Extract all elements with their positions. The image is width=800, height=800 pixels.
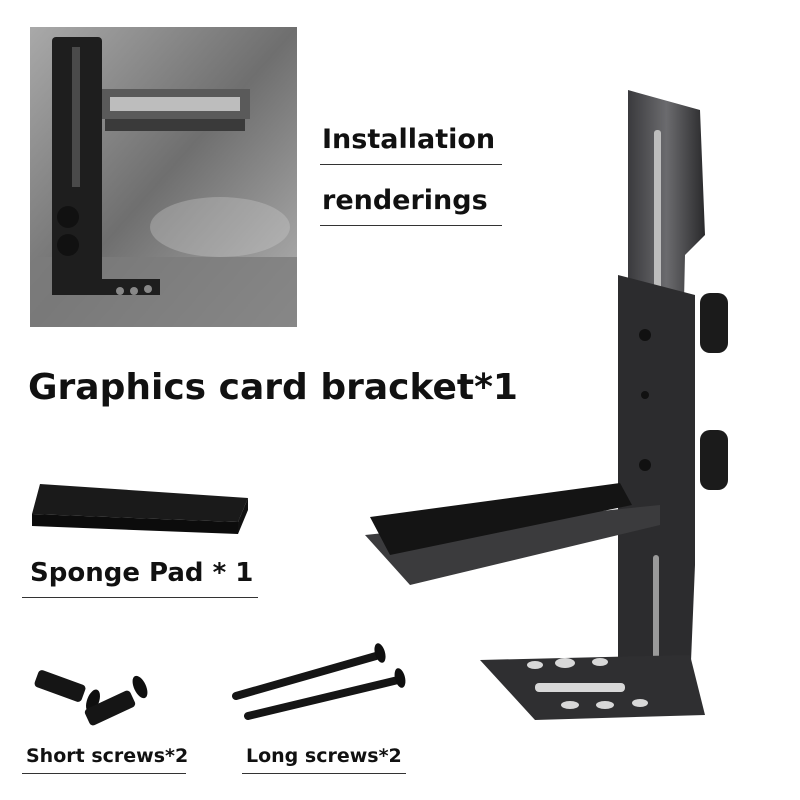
- long-screw-icon: [228, 638, 408, 728]
- installation-photo: [30, 27, 297, 327]
- short-screws-underline: [22, 773, 186, 774]
- installation-label: Installation: [322, 124, 496, 155]
- renderings-underline: [320, 225, 502, 226]
- short-screws-label: Short screws*2: [26, 745, 189, 767]
- long-screws-underline: [242, 773, 406, 774]
- sponge-pad-underline: [22, 597, 258, 598]
- long-screws-label: Long screws*2: [246, 745, 402, 767]
- installation-underline: [320, 164, 502, 165]
- short-screw-icon: [25, 665, 155, 730]
- bracket-icon: [360, 85, 740, 735]
- renderings-label: renderings: [322, 185, 488, 216]
- sponge-pad-label: Sponge Pad * 1: [30, 558, 254, 588]
- bracket-title: Graphics card bracket*1: [28, 367, 518, 408]
- sponge-pad-icon: [28, 470, 258, 550]
